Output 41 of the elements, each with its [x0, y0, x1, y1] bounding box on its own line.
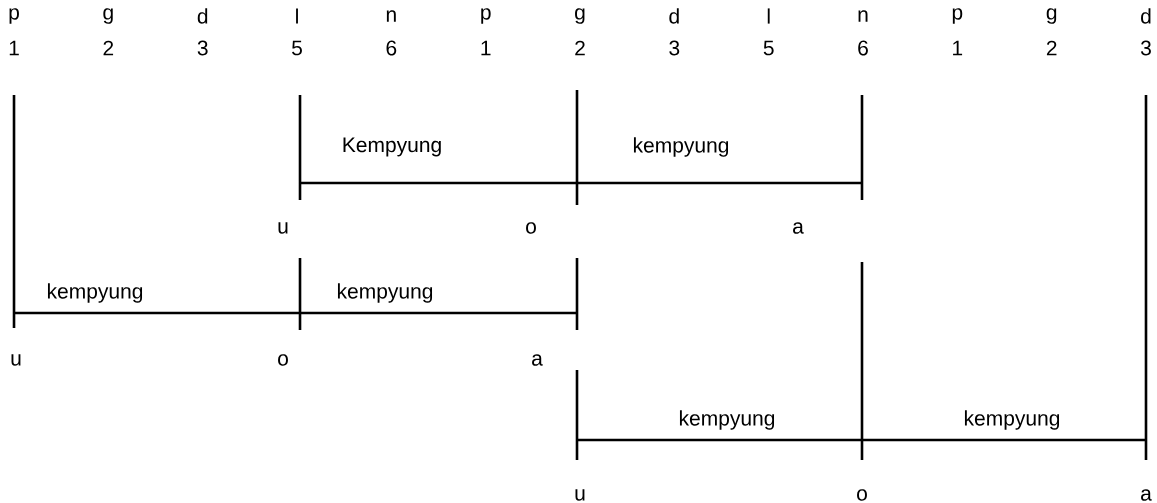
vowel-label: u: [278, 222, 288, 234]
note-number: 1: [481, 40, 491, 56]
note-number: 5: [292, 40, 302, 56]
note-letter: p: [481, 8, 491, 24]
note-letter: n: [386, 10, 396, 22]
note-letter: g: [103, 8, 113, 24]
interval-label: kempyung: [633, 137, 729, 157]
note-letter: n: [858, 10, 868, 22]
note-number: 3: [669, 40, 680, 56]
note-letter: l: [767, 8, 770, 24]
note-number: 2: [103, 40, 114, 56]
note-number: 6: [386, 40, 397, 56]
vowel-label: a: [1141, 489, 1152, 501]
note-number: 6: [858, 40, 868, 56]
vowel-label: u: [575, 489, 585, 501]
vowel-label: o: [526, 222, 536, 234]
note-number: 3: [1140, 40, 1151, 56]
note-letter: d: [669, 8, 679, 24]
note-number: 1: [953, 40, 963, 56]
interval-label: kempyung: [338, 283, 433, 303]
note-letter: p: [952, 8, 963, 24]
interval-label: kempyung: [48, 283, 143, 303]
vowel-label: o: [857, 489, 867, 501]
note-letter: p: [9, 8, 19, 24]
note-letter: g: [575, 8, 585, 24]
note-number: 3: [197, 40, 208, 56]
interval-label: Kempyung: [343, 137, 441, 157]
note-number: 1: [9, 40, 19, 56]
vowel-label: a: [532, 354, 543, 366]
note-letter: g: [1046, 8, 1057, 24]
vowel-label: u: [11, 354, 21, 366]
note-letter: l: [296, 8, 298, 24]
note-number: 5: [763, 40, 774, 56]
vowel-label: o: [278, 354, 288, 366]
note-letter: d: [197, 8, 208, 24]
vowel-label: a: [793, 222, 804, 234]
note-number: 2: [1046, 40, 1057, 56]
note-letter: d: [1141, 8, 1151, 24]
note-number: 2: [575, 40, 585, 56]
interval-label: kempyung: [679, 410, 775, 430]
interval-label: kempyung: [964, 410, 1060, 430]
